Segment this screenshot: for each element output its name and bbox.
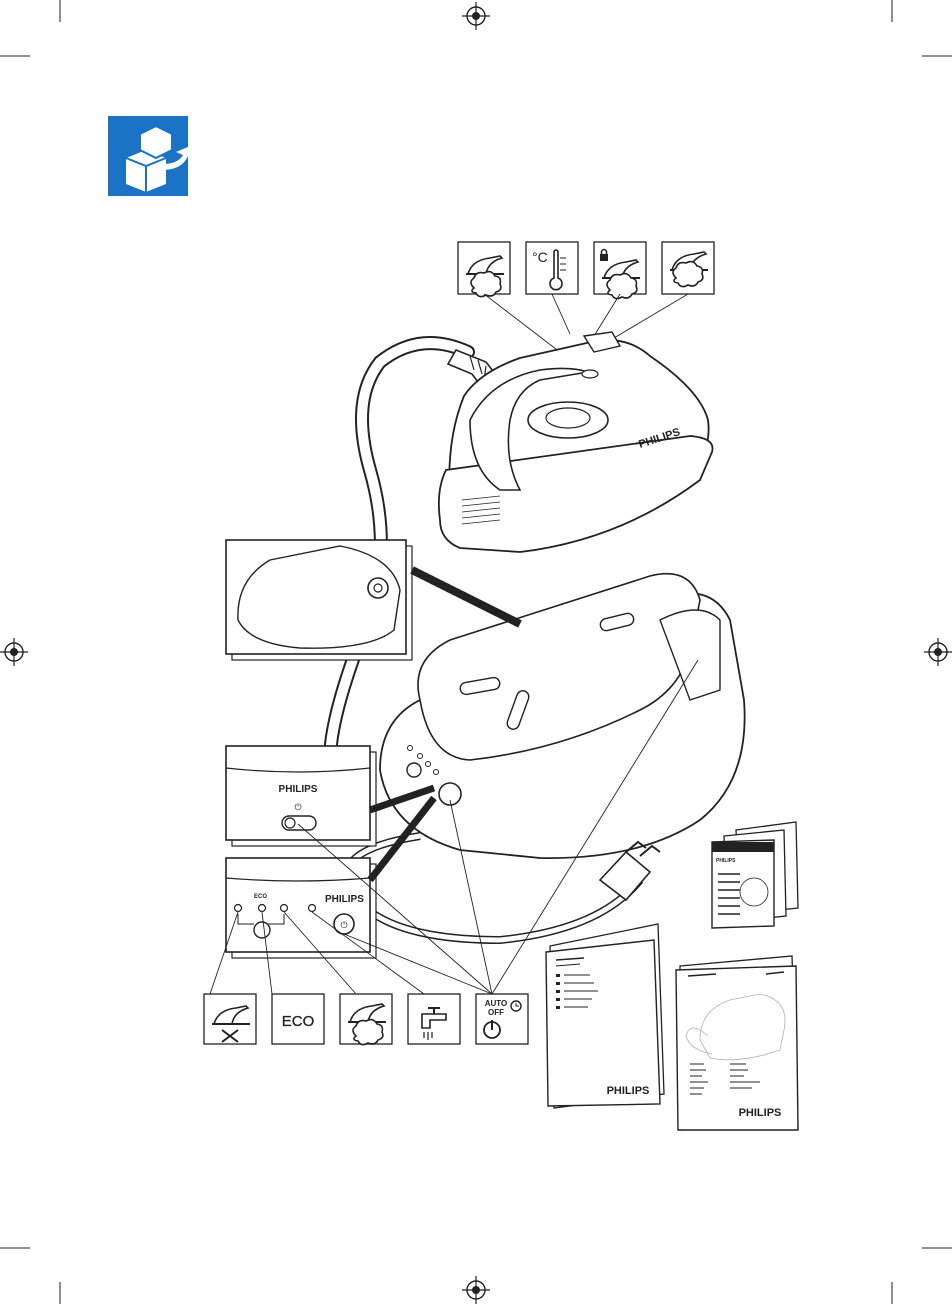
timer-icon <box>510 1000 522 1012</box>
quick-start-guide: PHILIPS <box>675 955 799 1131</box>
registration-mark-icon <box>923 637 952 667</box>
registration-mark-icon <box>461 1275 491 1304</box>
booklet-brand-label: PHILIPS <box>607 1085 650 1097</box>
water-tap-icon <box>421 1007 447 1040</box>
water-tank <box>659 609 721 701</box>
zoom-hose-connection <box>225 539 522 661</box>
leaflet-brand-label: PHILIPS <box>716 858 736 864</box>
iron-steam-ready-icon <box>347 1003 387 1046</box>
unbox-icon <box>108 116 196 196</box>
iron-ironing-table <box>461 495 501 525</box>
iron-steam-lock-icon <box>600 248 641 300</box>
zoom-control-panel: PHILIPS ECO ⏻ <box>225 795 437 959</box>
panel-leader-lines <box>209 659 699 995</box>
auto-off-label-line1: AUTO <box>485 999 508 1008</box>
registration-mark-icon <box>461 1 491 31</box>
steam-trigger <box>581 369 599 379</box>
auto-off-icon: AUTO OFF <box>483 999 522 1039</box>
power-symbol-icon: ⏻ <box>294 802 301 812</box>
panel-brand-label: PHILIPS <box>325 894 364 905</box>
registration-mark-icon <box>0 637 29 667</box>
steam-iron: PHILIPS <box>437 331 714 553</box>
user-manual-booklet: PHILIPS <box>545 923 665 1109</box>
panel-brand-label: PHILIPS <box>279 784 318 795</box>
iron-steam-boost-icon <box>669 251 709 288</box>
base-power-button <box>438 782 462 806</box>
eco-mode-icon: ECO <box>282 1013 315 1030</box>
auto-off-label-line2: OFF <box>488 1008 504 1017</box>
temperature-unit-label: °C <box>532 249 548 265</box>
temperature-thermometer-icon: °C <box>532 249 566 291</box>
plug-icon <box>598 840 661 902</box>
safety-leaflet: PHILIPS <box>711 821 799 929</box>
steam-generator-base <box>379 572 746 859</box>
eco-button <box>253 921 271 939</box>
power-symbol-icon: ⏻ <box>340 920 347 930</box>
booklet-brand-label: PHILIPS <box>739 1107 782 1119</box>
eco-panel-label: ECO <box>254 894 267 900</box>
iron-steam-trigger-icon <box>465 255 505 298</box>
steam-boost-button <box>582 331 622 353</box>
iron-no-steam-icon <box>211 1005 251 1043</box>
zoom-power-panel: PHILIPS ⏻ <box>225 745 436 847</box>
